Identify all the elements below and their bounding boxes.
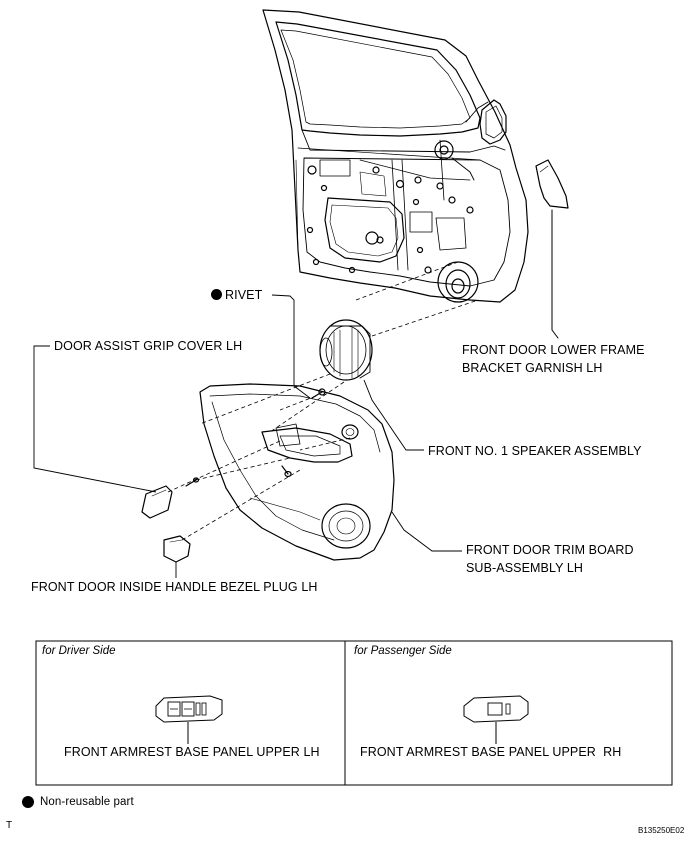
handle-bezel-plug-part — [163, 535, 191, 563]
door-trim-board — [199, 383, 395, 561]
rivet-nonreusable-dot-icon — [211, 289, 222, 300]
label-assist-grip-cover: DOOR ASSIST GRIP COVER LH — [54, 339, 243, 353]
label-trim-board-line1: FRONT DOOR TRIM BOARD — [466, 543, 634, 557]
non-reusable-legend-dot-icon — [22, 796, 34, 808]
passenger-armrest-panel — [463, 695, 529, 744]
assembly-guide-lines — [167, 261, 479, 541]
passenger-side-caption: for Passenger Side — [354, 645, 452, 657]
door-inner-panel — [262, 9, 529, 303]
corner-mark: T — [6, 820, 13, 831]
leader-lines — [33, 294, 462, 578]
driver-part-label: FRONT ARMREST BASE PANEL UPPER LH — [64, 745, 320, 759]
label-speaker: FRONT NO. 1 SPEAKER ASSEMBLY — [428, 444, 642, 458]
label-handle-bezel-plug: FRONT DOOR INSIDE HANDLE BEZEL PLUG LH — [31, 580, 318, 594]
label-lower-frame-garnish-line1: FRONT DOOR LOWER FRAME — [462, 343, 645, 357]
legend-non-reusable: Non-reusable part — [40, 796, 134, 808]
variant-table — [35, 640, 673, 786]
driver-armrest-panel — [155, 695, 223, 744]
speaker-assembly — [319, 319, 373, 381]
driver-side-caption: for Driver Side — [42, 645, 116, 657]
label-rivet: RIVET — [225, 288, 263, 302]
side-mirror — [479, 99, 507, 145]
lower-frame-garnish-part — [535, 159, 569, 339]
assist-grip-cover-part — [141, 485, 173, 519]
figure-code: B135250E02 — [638, 826, 685, 835]
label-lower-frame-garnish-line2: BRACKET GARNISH LH — [462, 361, 603, 375]
passenger-part-label: FRONT ARMREST BASE PANEL UPPER RH — [360, 745, 622, 759]
label-trim-board-line2: SUB-ASSEMBLY LH — [466, 561, 584, 575]
